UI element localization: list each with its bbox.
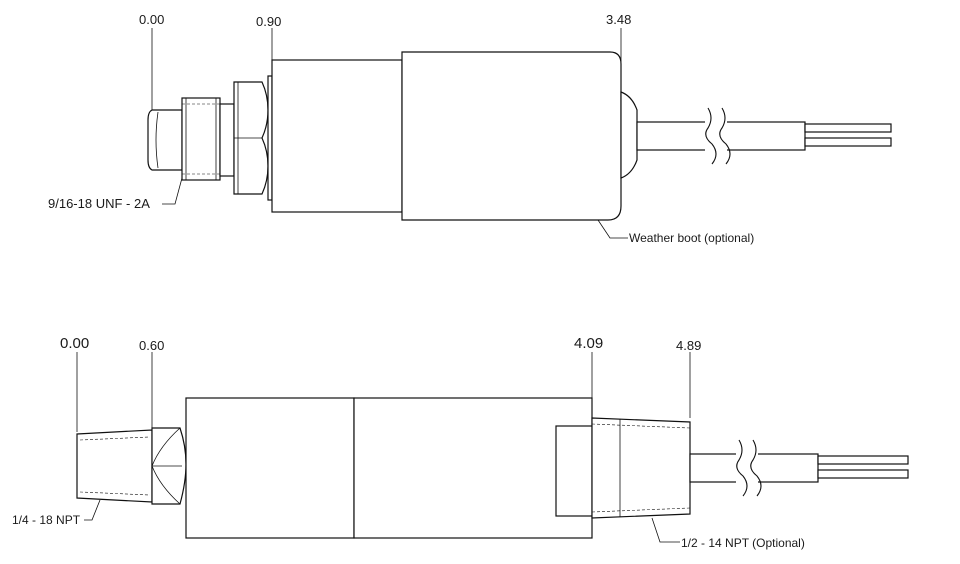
bot-body-rear xyxy=(353,397,593,539)
top-body-front xyxy=(271,59,403,213)
dim-label-top-body-end: 3.48 xyxy=(606,12,631,27)
top-cable-break-right xyxy=(719,107,731,165)
bot-hex-arc-2 xyxy=(151,465,181,505)
dim-label-top-hex-face: 0.90 xyxy=(256,14,281,29)
bot-thread-label: 1/4 - 18 NPT xyxy=(12,513,81,527)
bot-npt-hidden-2 xyxy=(79,491,151,496)
bot-body-front xyxy=(185,397,355,539)
bot-fitting-label: 1/2 - 14 NPT (Optional) xyxy=(681,536,805,550)
top-port-chamfer xyxy=(155,111,159,169)
dim-label-bot-hex-face: 0.60 xyxy=(139,338,164,353)
bot-fitting-hidden-2 xyxy=(591,507,691,513)
dim-label-bot-body-end: 4.09 xyxy=(574,335,603,352)
top-cable-break-left xyxy=(705,107,717,165)
top-boot-nose xyxy=(620,91,638,179)
bot-fitting-hidden-1 xyxy=(591,423,691,429)
bot-fitting-leader xyxy=(651,517,680,543)
bot-cable-break-left xyxy=(736,439,748,497)
bot-wire-1 xyxy=(817,455,909,465)
dim-label-bot-fitting-end: 4.89 xyxy=(676,338,701,353)
top-neck xyxy=(219,103,235,177)
dim-label-top-start: 0.00 xyxy=(139,12,164,27)
dim-label-bot-start: 0.00 xyxy=(60,335,89,352)
top-wire-2 xyxy=(804,137,892,147)
top-boot-label: Weather boot (optional) xyxy=(629,231,754,245)
top-wire-1 xyxy=(804,123,892,133)
top-thread-label: 9/16-18 UNF - 2A xyxy=(48,196,150,211)
bot-wire-2 xyxy=(817,469,909,479)
top-thread-section xyxy=(181,97,221,181)
top-view: 0.00 0.90 3.48 9/16-18 UNF - 2A xyxy=(48,12,892,245)
bot-fitting xyxy=(591,417,691,519)
bot-fitting-socket xyxy=(555,425,593,517)
top-port-tip xyxy=(147,109,183,171)
top-hex-face xyxy=(267,75,273,201)
top-thread-leader xyxy=(162,177,183,205)
bot-npt-hidden-1 xyxy=(79,436,151,441)
bottom-view: 0.00 0.60 4.09 4.89 1/4 - 18 NPT xyxy=(12,335,909,550)
bot-thread-leader xyxy=(84,499,101,521)
bot-npt-port xyxy=(76,429,153,503)
top-boot-leader xyxy=(597,219,628,239)
bot-hex-arc-1 xyxy=(151,427,181,467)
top-weather-boot xyxy=(401,51,622,221)
bot-cable-break-right xyxy=(750,439,762,497)
